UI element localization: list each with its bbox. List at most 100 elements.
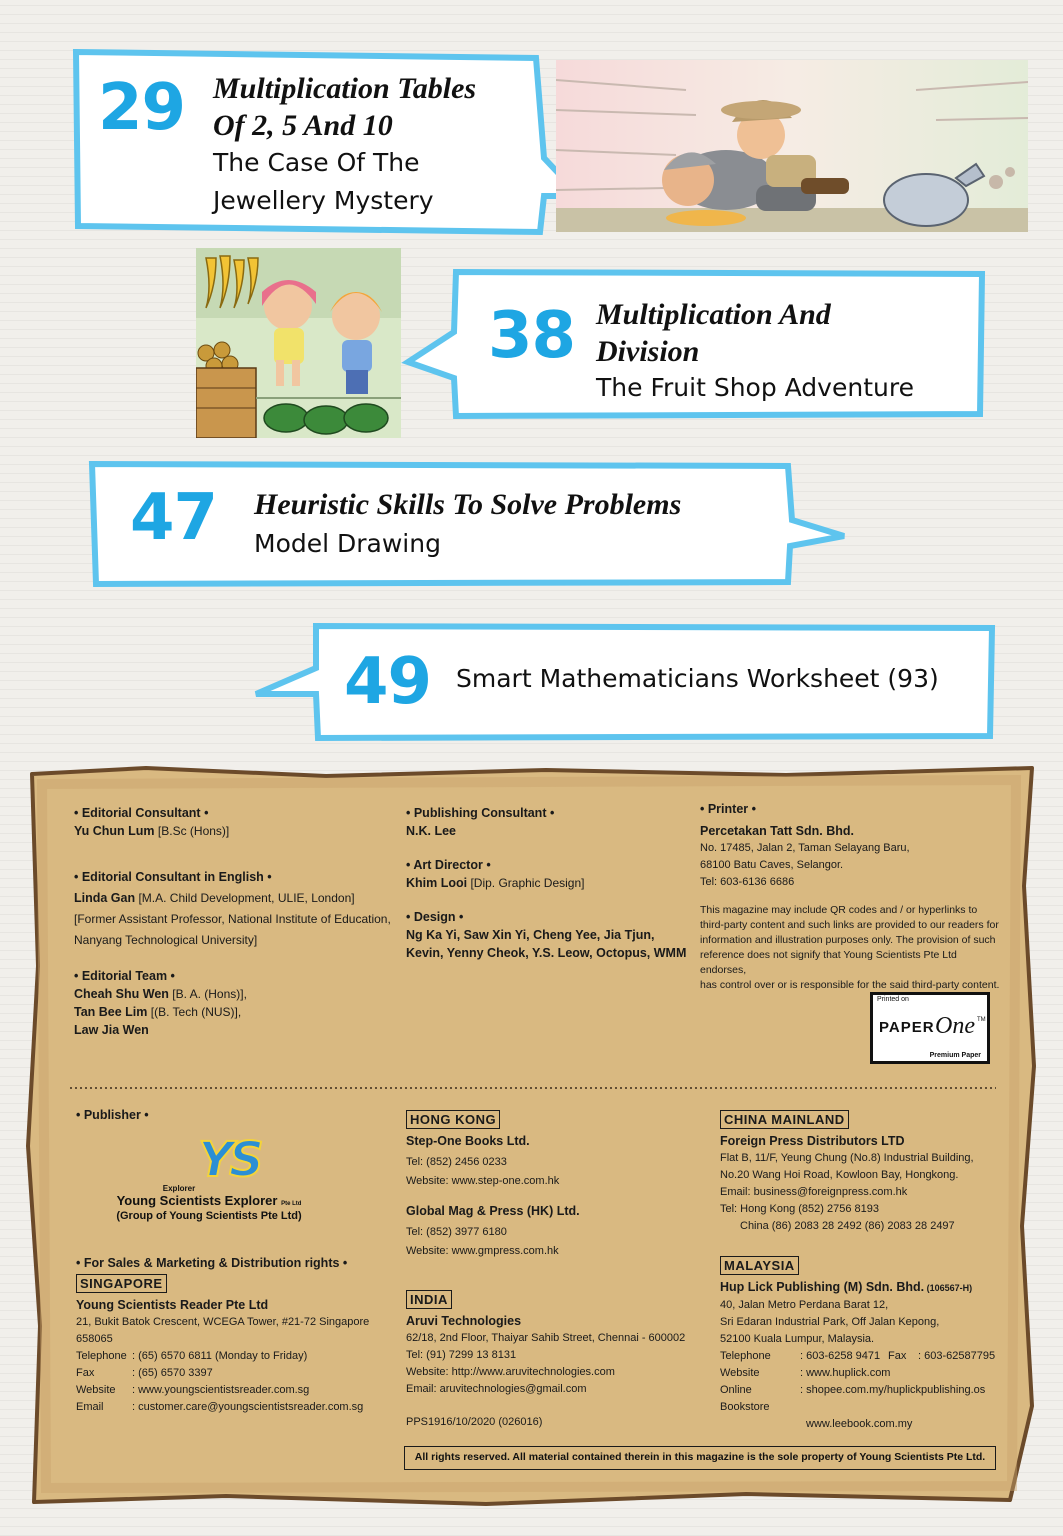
editorial-consultant-heading: • Editorial Consultant • [74, 806, 209, 820]
editorial-consultant-detail: [B.Sc (Hons)] [154, 824, 230, 838]
china-tag: CHINA MAINLAND [720, 1110, 849, 1129]
printer-address: No. 17485, Jalan 2, Taman Selayang Baru, [700, 842, 910, 854]
page-number: 49 [344, 645, 432, 719]
contact-label: Telephone [720, 1350, 771, 1362]
paperone-tm: TM [977, 1017, 986, 1023]
contact-row: Telephone : 603-6258 9471 Fax : 603-6258… [720, 1348, 1020, 1365]
singapore-tag: SINGAPORE [76, 1274, 167, 1293]
speech-bubble-frame [254, 622, 996, 742]
editorial-team-heading: • Editorial Team • [74, 969, 175, 983]
hk-web: Website: www.step-one.com.hk [406, 1175, 560, 1187]
singapore-name: Young Scientists Reader Pte Ltd [76, 1298, 269, 1312]
design-heading: • Design • [406, 910, 464, 924]
contact-label: Email [76, 1401, 104, 1413]
china-email: Email: business@foreignpress.com.hk [720, 1186, 908, 1198]
india-section: INDIA Aruvi Technologies 62/18, 2nd Floo… [406, 1290, 706, 1431]
hongkong-section: HONG KONG Step-One Books Ltd. Tel: (852)… [406, 1110, 706, 1260]
section-subtitle-line: Jewellery Mystery [213, 186, 434, 215]
malaysia-distributor-name: Hup Lick Publishing (M) Sdn. Bhd. [720, 1280, 925, 1294]
malaysia-address: 40, Jalan Metro Perdana Barat 12, [720, 1299, 889, 1311]
singapore-section: • For Sales & Marketing & Distribution r… [76, 1254, 406, 1416]
toc-entry-38[interactable]: 38 Multiplication And Division The Fruit… [401, 268, 988, 420]
hk-distributor-name: Step-One Books Ltd. [406, 1134, 530, 1148]
section-title-line: Heuristic Skills To Solve Problems [254, 488, 682, 521]
contact-row: Telephone: (65) 6570 6811 (Monday to Fri… [76, 1348, 406, 1365]
editorial-consultant-name: Yu Chun Lum [74, 824, 155, 838]
logo-group: (Group of Young Scientists Pte Ltd) [116, 1210, 302, 1222]
contact-label: Website [76, 1384, 116, 1396]
logo-pte: Pte Ltd [281, 1201, 302, 1207]
printer-heading: • Printer • [700, 802, 756, 816]
page-number: 47 [130, 481, 218, 555]
publishing-consultant-name: N.K. Lee [406, 824, 457, 838]
editorial-credits: • Editorial Consultant • Yu Chun Lum [B.… [74, 804, 394, 1039]
section-title-line: Of 2, 5 And 10 [213, 109, 393, 142]
paperone-brand-script: One [935, 1013, 975, 1039]
section-title-line: Multiplication Tables [213, 72, 477, 105]
contact-row: Email : customer.care@youngscientistsread… [76, 1399, 406, 1416]
speech-bubble-frame [88, 460, 845, 588]
contact-value: : customer.care@youngscientistsreader.co… [132, 1401, 364, 1413]
disclaimer-line: third-party content and such links are p… [700, 919, 999, 931]
page-number: 38 [488, 299, 576, 373]
contact-value: : www.huplick.com [800, 1367, 891, 1379]
china-distributor-name: Foreign Press Distributors LTD [720, 1134, 905, 1148]
sales-heading: • For Sales & Marketing & Distribution r… [76, 1256, 348, 1270]
pps-number: PPS1916/10/2020 (026016) [406, 1416, 543, 1428]
china-address: Flat B, 11/F, Yeung Chung (No.8) Industr… [720, 1152, 974, 1164]
editorial-consultant-english-heading: • Editorial Consultant in English • [74, 870, 272, 884]
hk-tel: Tel: (852) 2456 0233 [406, 1156, 507, 1168]
india-distributor-name: Aruvi Technologies [406, 1314, 522, 1328]
contact-row: Website: www.huplick.com [720, 1365, 1020, 1382]
contact-value: : shopee.com.my/huplickpublishing.os [800, 1384, 986, 1396]
page-number: 29 [98, 71, 186, 145]
paperone-logo: Printed on PAPER One TM Premium Paper [870, 992, 990, 1064]
paperone-top: Printed on [877, 996, 909, 1003]
section-subtitle-line: Smart Mathematicians Worksheet (93) [456, 664, 939, 693]
linda-gan-line2: [Former Assistant Professor, National In… [74, 912, 391, 926]
paperone-bottom: Premium Paper [929, 1052, 981, 1059]
china-section: CHINA MAINLAND Foreign Press Distributor… [720, 1110, 1020, 1235]
china-tel: Tel: Hong Kong (852) 2756 8193 [720, 1203, 880, 1215]
disclaimer-line: has control over or is responsible for t… [700, 979, 1000, 991]
printer-address: 68100 Batu Caves, Selangor. [700, 859, 844, 871]
hongkong-tag: HONG KONG [406, 1110, 501, 1129]
printer-name: Percetakan Tatt Sdn. Bhd. [700, 824, 854, 838]
team-member-detail: [B. A. (Hons)], [168, 987, 247, 1001]
india-tel: Tel: (91) 7299 13 8131 [406, 1349, 517, 1361]
disclaimer-line: This magazine may include QR codes and /… [700, 904, 978, 916]
contact-label: Fax [888, 1350, 907, 1362]
singapore-address: 21, Bukit Batok Crescent, WCEGA Tower, #… [76, 1316, 370, 1345]
toc-entry-47[interactable]: 47 Heuristic Skills To Solve Problems Mo… [88, 460, 848, 588]
china-address: No.20 Wang Hoi Road, Kowloon Bay, Hongko… [720, 1169, 959, 1181]
hk-distributor-name: Global Mag & Press (HK) Ltd. [406, 1204, 580, 1218]
art-director-heading: • Art Director • [406, 858, 491, 872]
design-names-line: Kevin, Yenny Cheok, Y.S. Leow, Octopus, … [406, 946, 687, 960]
india-tag: INDIA [406, 1290, 452, 1309]
team-member: Tan Bee Lim [74, 1005, 148, 1019]
contact-value: : 603-6258 9471 [800, 1350, 881, 1362]
section-title-line: Division [596, 335, 700, 368]
linda-gan-name: Linda Gan [74, 891, 136, 905]
toc-entry-49[interactable]: 49 Smart Mathematicians Worksheet (93) [252, 622, 998, 742]
contact-value: : www.youngscientistsreader.com.sg [132, 1384, 310, 1396]
contact-row: Fax: (65) 6570 3397 [76, 1365, 406, 1382]
rights-notice: All rights reserved. All material contai… [404, 1446, 996, 1470]
publisher-section: • Publisher • [76, 1106, 396, 1124]
team-member-detail: [(B. Tech (NUS)], [147, 1005, 242, 1019]
speech-bubble-frame [401, 268, 986, 420]
printer-credits: • Printer • Percetakan Tatt Sdn. Bhd. No… [700, 800, 1000, 993]
disclaimer: This magazine may include QR codes and /… [700, 903, 1000, 993]
comic-illustration-chase [556, 60, 1028, 232]
malaysia-tag: MALAYSIA [720, 1256, 799, 1275]
malaysia-address: Sri Edaran Industrial Park, Off Jalan Ke… [720, 1316, 940, 1328]
art-director-name: Khim Looi [406, 876, 468, 890]
design-names-line: Ng Ka Yi, Saw Xin Yi, Cheng Yee, Jia Tju… [406, 928, 655, 942]
publishing-consultant-heading: • Publishing Consultant • [406, 806, 555, 820]
toc-entry-29[interactable]: 29 Multiplication Tables Of 2, 5 And 10 … [66, 46, 587, 242]
disclaimer-line: information and illustration purposes on… [700, 934, 996, 946]
linda-gan-line3: Nanyang Technological University] [74, 933, 258, 947]
contact-value: : 603-62587795 [918, 1350, 996, 1362]
publisher-heading: • Publisher • [76, 1108, 149, 1122]
publishing-credits: • Publishing Consultant • N.K. Lee • Art… [406, 804, 696, 962]
